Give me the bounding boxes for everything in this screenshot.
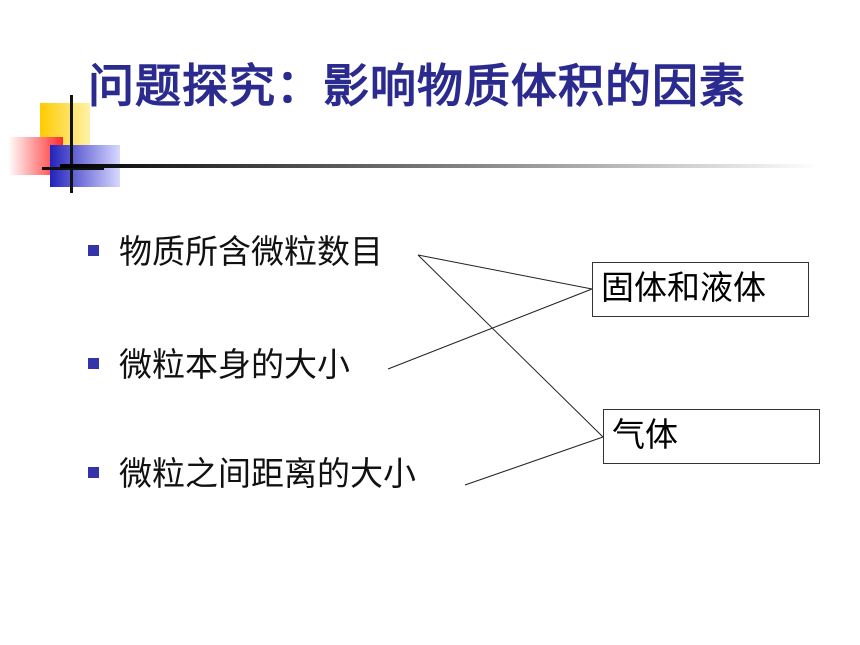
connector-size-to-solid (387, 288, 593, 370)
list-item: 微粒之间距离的大小 (88, 452, 416, 496)
bullet-square-icon (88, 467, 99, 478)
title-rule (60, 164, 820, 168)
box-solid-and-liquid: 固体和液体 (592, 262, 809, 317)
page-title: 问题探究：影响物质体积的因素 (88, 59, 746, 113)
bullet-square-icon (88, 358, 99, 369)
list-item: 微粒本身的大小 (88, 343, 350, 387)
list-item: 物质所含微粒数目 (88, 230, 383, 274)
connector-count-to-solid (417, 254, 593, 290)
corner-ornament (8, 95, 820, 193)
box-gas: 气体 (603, 409, 820, 464)
factor-particle-distance: 微粒之间距离的大小 (119, 454, 416, 493)
connector-distance-to-gas (464, 436, 604, 486)
ornament-vertical-line (70, 95, 73, 193)
bullet-square-icon (88, 245, 99, 256)
ornament-horizontal-line (42, 167, 104, 170)
factor-particle-size: 微粒本身的大小 (119, 345, 350, 384)
connector-count-to-gas (417, 254, 604, 438)
factor-particle-count: 物质所含微粒数目 (119, 232, 383, 271)
